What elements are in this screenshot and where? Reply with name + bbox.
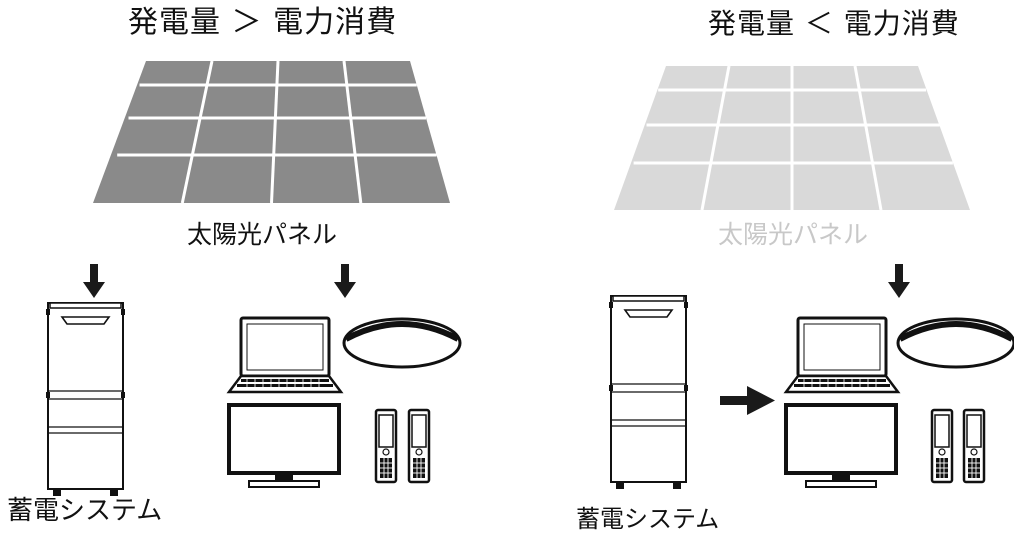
left-panel-label: 太陽光パネル	[187, 220, 338, 249]
right-panel-label: 太陽光パネル	[718, 220, 869, 249]
left-arrow-to-appliances-icon	[334, 264, 356, 298]
right-arrow-storage-to-appliances-icon	[720, 386, 775, 415]
left-title: 発電量 ＞ 電力消費	[128, 5, 398, 40]
left-phone-icon	[374, 408, 398, 484]
right-arrow-to-appliances-icon	[888, 264, 910, 298]
right-storage-label: 蓄電システム	[576, 505, 720, 533]
left-solar-panel	[93, 60, 450, 204]
left-arrow-to-storage-icon	[83, 264, 105, 298]
right-laptop-icon	[784, 316, 900, 394]
right-solar-panel	[614, 65, 970, 211]
right-ceiling-light-icon	[898, 319, 1014, 367]
left-storage-label: 蓄電システム	[7, 496, 163, 526]
right-tv-icon	[784, 403, 898, 489]
left-laptop-icon	[227, 316, 343, 394]
right-title: 発電量 ＜ 電力消費	[708, 7, 960, 40]
left-ceiling-light-icon	[344, 319, 460, 367]
right-storage-battery-icon	[608, 295, 689, 490]
left-tv-icon	[227, 403, 341, 489]
right-phone-icon	[930, 408, 954, 484]
left-phone-2-icon	[407, 408, 431, 484]
left-storage-battery-icon	[45, 302, 126, 497]
right-phone-2-icon	[962, 408, 986, 484]
